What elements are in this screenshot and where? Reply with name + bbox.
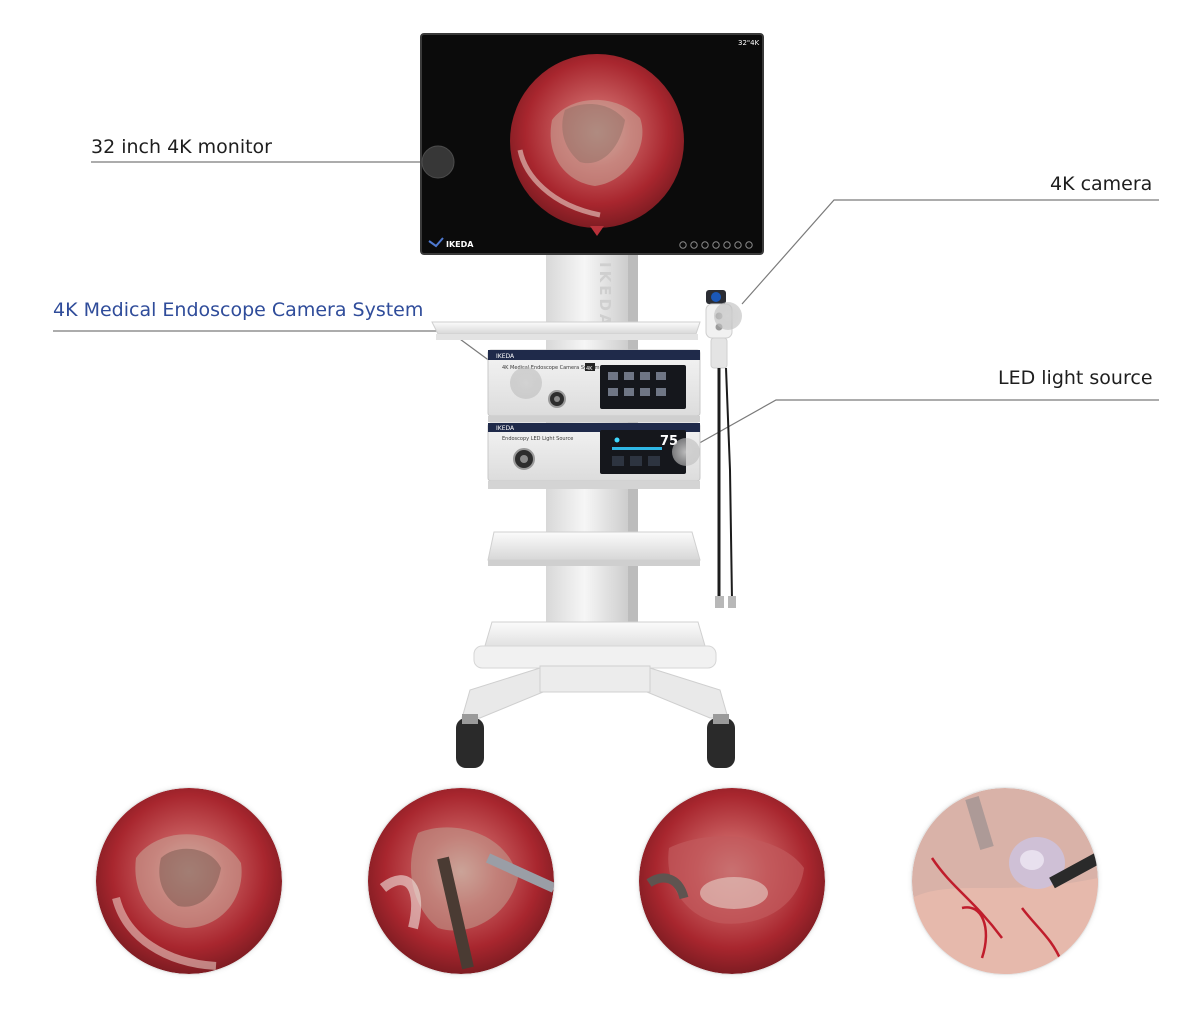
monitor-callout-dot <box>421 145 455 179</box>
monitor-logo-icon <box>428 237 444 248</box>
caster-left <box>456 718 484 768</box>
camera-head <box>705 290 742 608</box>
light-unit-brand: IKEDA <box>496 425 515 432</box>
camera-callout-label: 4K camera <box>1050 173 1153 195</box>
system-callout-dot <box>510 367 542 399</box>
monitor-callout-label: 32 inch 4K monitor <box>91 136 272 158</box>
system-callout-label: 4K Medical Endoscope Camera System <box>53 299 424 321</box>
caster-right <box>707 718 735 768</box>
monitor-badge: 32"4K <box>738 39 760 47</box>
led-callout-dot <box>672 438 700 466</box>
top-tray <box>431 321 701 335</box>
camera-callout-dot <box>714 302 742 330</box>
monitor: 32"4K IKEDA <box>420 33 764 255</box>
endoscopic-image-3 <box>639 788 825 974</box>
endoscopic-image-2 <box>368 788 554 974</box>
led-light-unit: IKEDA Endoscopy LED Light Source 75 <box>487 422 701 489</box>
middle-shelf <box>487 531 701 561</box>
camera-unit-brand: IKEDA <box>496 353 515 360</box>
light-unit-title: Endoscopy LED Light Source <box>502 436 573 442</box>
monitor-buttons <box>679 241 753 249</box>
camera-callout-line <box>741 199 1159 305</box>
camera-unit-badge: 4K <box>586 366 593 372</box>
led-callout-label: LED light source <box>998 367 1153 389</box>
camera-control-unit: IKEDA 4K Medical Endoscope Camera System… <box>487 349 701 422</box>
column-brand-text: IKEDA <box>596 262 614 329</box>
light-level-value: 75 <box>660 434 678 449</box>
light-level-bar <box>612 447 662 450</box>
cart-base <box>456 665 735 768</box>
endoscopic-image-1 <box>96 788 282 974</box>
monitor-brand: IKEDA <box>446 240 474 249</box>
endoscopic-image-4 <box>912 788 1098 974</box>
led-callout-line <box>686 399 1159 451</box>
camera-unit-title: 4K Medical Endoscope Camera System <box>502 365 600 371</box>
camera-unit-touchscreen <box>600 365 686 409</box>
